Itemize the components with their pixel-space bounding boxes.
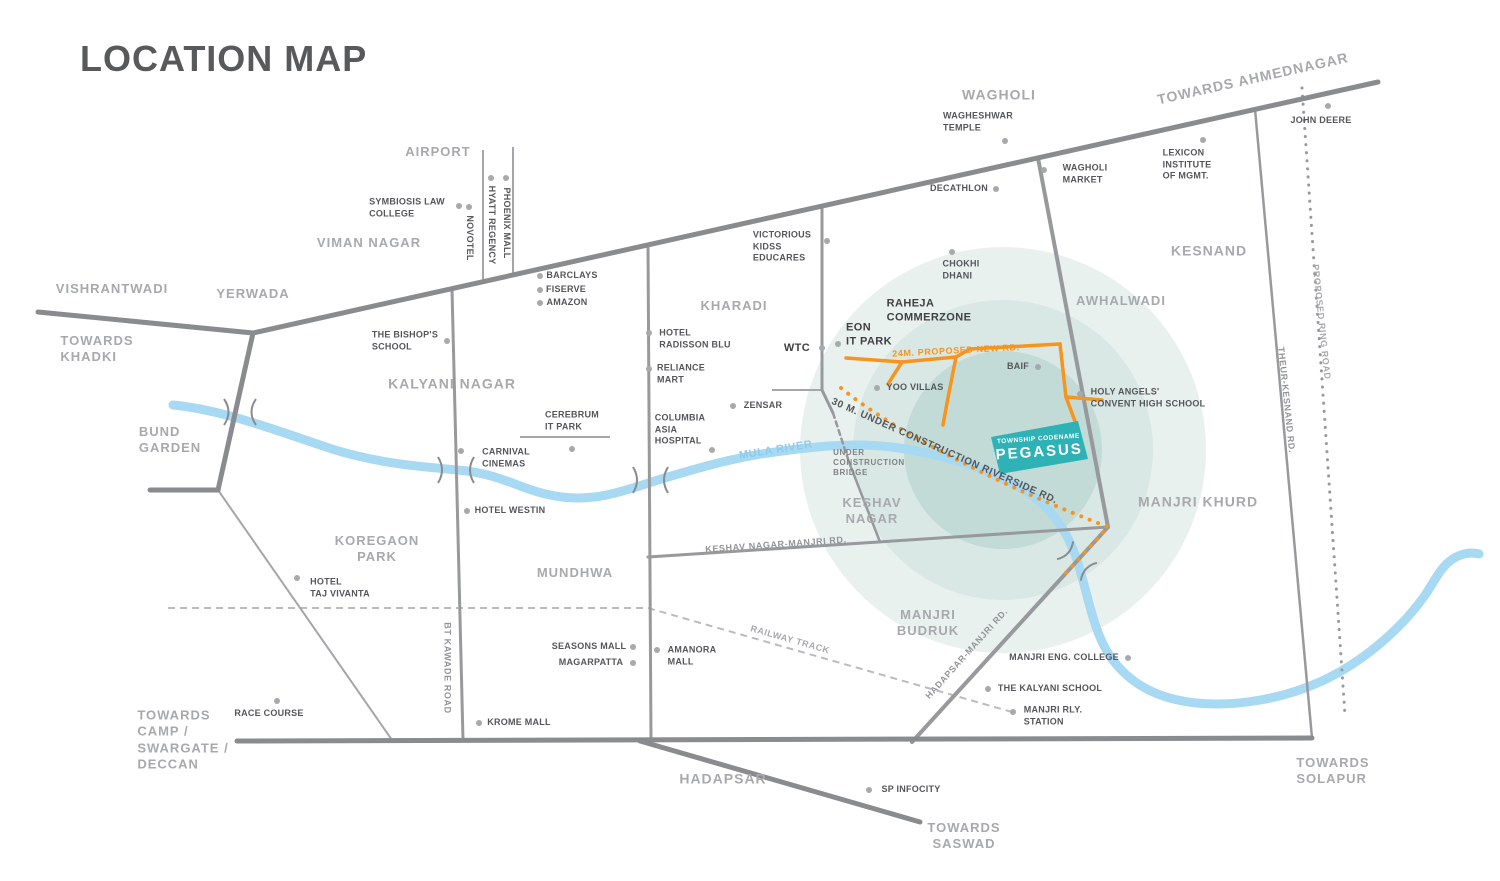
road-proposed-ring [1300,86,1347,717]
mula-river-path [168,400,1484,709]
proposed-branch-central [941,355,958,427]
bridge-mark-group [1056,541,1098,581]
bridge-marks [223,398,1098,581]
bridge-mark [437,456,443,484]
bridge-mark [1079,561,1098,581]
road-bt-kawade [450,287,465,742]
road-hadapsar-manjri [910,525,1110,744]
bridge-mark [632,466,638,494]
railway-track-line [168,607,1013,713]
road-keshav-nagar-manjri [646,525,1110,559]
major-roads [35,79,1381,825]
road-mundhwa-vertical [646,243,653,742]
road-kharadi-vertical [820,204,835,415]
bridge-mark [663,466,669,494]
road-keshav-link [847,460,882,544]
minor-roads [217,147,822,741]
medium-roads [450,86,1347,744]
bridge-mark [250,398,257,426]
pegasus-site-polygon [991,421,1088,474]
road-theur-kesnand [1253,107,1314,740]
bridge-mark [223,398,230,426]
road-saswad [637,738,923,825]
page-title: LOCATION MAP [80,38,368,79]
proposed-roads [839,342,1110,579]
road-towards-khadki [35,309,256,336]
road-yerwada [215,330,256,493]
bridge-mark [1056,541,1075,561]
road-koregaon [217,489,393,741]
road-solapur [234,735,1315,744]
road-30m-riverside-dotted [839,386,1110,579]
proposed-branch-site [1064,395,1078,426]
road-wagholi-vertical [1036,156,1110,529]
road-under-construction-bridge [831,411,851,464]
proposed-branch-yoo-villas [886,360,904,386]
road-nagar-ahmednagar [250,79,1381,336]
bridge-mark [469,456,475,484]
